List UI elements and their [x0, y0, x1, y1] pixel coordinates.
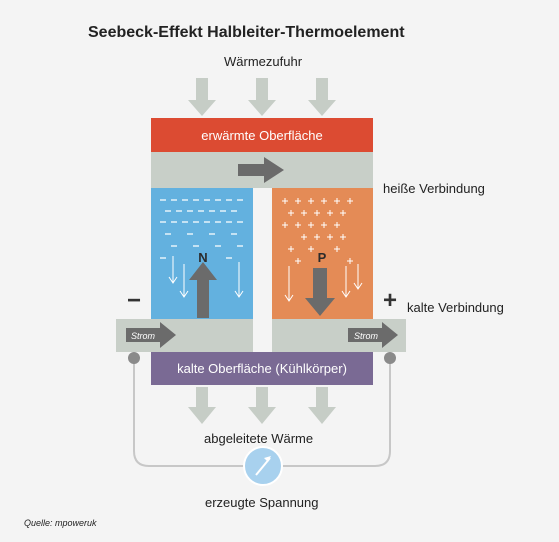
circuit-wire [133, 360, 391, 467]
plus-terminal: + [383, 287, 397, 314]
n-electron-flow-arrows [168, 256, 244, 298]
heat-output-arrow [308, 387, 336, 424]
hot-surface-bar [151, 118, 373, 152]
p-type-label: P [318, 250, 327, 265]
n-current-arrow [189, 262, 217, 318]
diagram-title: Seebeck-Effekt Halbleiter-Thermoelement [88, 24, 405, 41]
heat-output-arrows [188, 387, 336, 424]
current-arrow-left [126, 322, 176, 348]
terminal-node-right [384, 352, 396, 364]
p-hole-flow-arrows [284, 264, 363, 302]
n-electrons [160, 199, 243, 259]
hot-surface-label: erwärmte Oberfläche [201, 128, 322, 143]
heat-input-arrow [308, 78, 336, 116]
heat-input-arrow [248, 78, 276, 116]
heat-output-arrow [248, 387, 276, 424]
heat-input-arrows [188, 78, 336, 116]
terminal-node-left [128, 352, 140, 364]
cold-surface-bar [151, 352, 373, 385]
hot-junction-arrow [238, 157, 284, 183]
heat-output-label: abgeleitete Wärme [204, 431, 314, 446]
heat-input-label: Wärmezufuhr [224, 54, 303, 69]
p-holes [282, 198, 353, 264]
source-credit: Quelle: mpoweruk [24, 518, 97, 528]
voltmeter-icon [243, 446, 283, 486]
cold-surface-label: kalte Oberfläche (Kühlkörper) [177, 361, 347, 376]
minus-terminal: − [127, 287, 141, 314]
voltage-label: erzeugte Spannung [205, 495, 319, 510]
heat-input-arrow [188, 78, 216, 116]
p-current-arrow [305, 268, 335, 316]
cold-junction-label: kalte Verbindung [407, 300, 504, 315]
current-label-left: Strom [131, 331, 156, 341]
heat-output-arrow [188, 387, 216, 424]
current-arrow-right [348, 322, 398, 348]
current-label-right: Strom [354, 331, 379, 341]
n-type-label: N [198, 250, 207, 265]
hot-junction-label: heiße Verbindung [383, 181, 485, 196]
